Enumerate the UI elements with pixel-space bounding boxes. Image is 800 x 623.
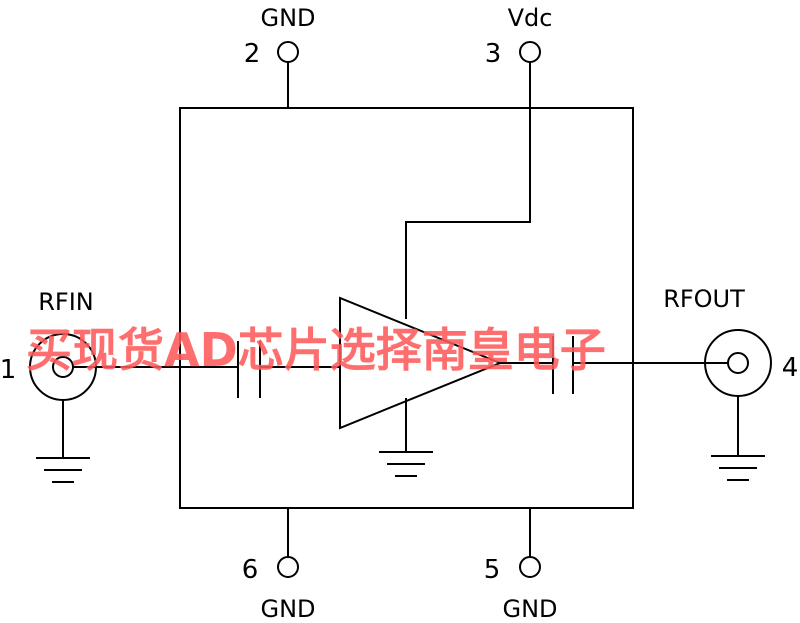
pin-2-gnd: 2 GND xyxy=(244,4,316,109)
pin-5-gnd: 5 GND xyxy=(484,507,558,623)
pin-1-rfin: 1 RFIN xyxy=(0,288,97,483)
pin-4-label: RFOUT xyxy=(663,285,745,313)
vdc-bias-line xyxy=(405,61,531,319)
pin-5-label: GND xyxy=(502,595,557,623)
pin-6-number: 6 xyxy=(242,555,259,585)
pin-4-rfout: 4 RFOUT xyxy=(663,285,799,481)
watermark-text: 买现货AD芯片选择南皇电子 xyxy=(26,323,606,377)
amplifier-ground xyxy=(379,398,433,477)
pin-3-pad xyxy=(519,41,541,63)
pin-2-label: GND xyxy=(260,4,315,32)
pin-4-number: 4 xyxy=(782,353,799,383)
pin-6-label: GND xyxy=(260,595,315,623)
pin-6-pad xyxy=(277,556,299,578)
pin-2-pad xyxy=(277,41,299,63)
pin-2-number: 2 xyxy=(244,39,261,69)
output-capacitor xyxy=(552,336,574,394)
rfout-connector-inner xyxy=(727,352,749,374)
pin-5-pad xyxy=(519,556,541,578)
pin-1-label: RFIN xyxy=(38,288,94,316)
pin-5-number: 5 xyxy=(484,555,501,585)
pin-1-number: 1 xyxy=(0,355,16,385)
package-outline xyxy=(179,107,634,509)
pin-6-gnd: 6 GND xyxy=(242,507,316,623)
pin-3-number: 3 xyxy=(485,39,502,69)
input-capacitor xyxy=(237,341,261,398)
amplifier-symbol xyxy=(339,296,503,430)
pin-3-label: Vdc xyxy=(508,4,553,32)
pin-3-vdc: 3 Vdc xyxy=(405,4,553,319)
